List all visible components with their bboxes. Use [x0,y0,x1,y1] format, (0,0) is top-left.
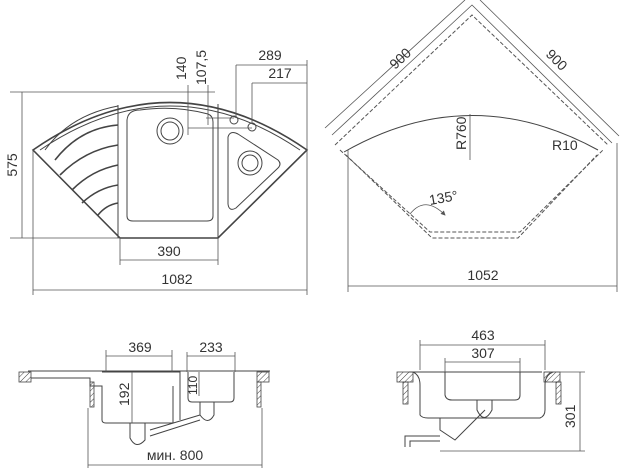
dim-463: 463 [471,327,495,343]
dim-107-5: 107,5 [193,50,209,85]
dim-110: 110 [186,376,200,395]
drainer-grooves [44,105,119,216]
side-section: 463 307 301 [396,327,585,452]
small-bowl [227,132,281,210]
main-bowl [126,107,214,222]
dim-390: 390 [157,243,181,259]
tap-hole [229,115,239,125]
dim-r10: R10 [552,137,578,153]
cabinet-view: 900 900 R760 R10 135° 1052 [324,0,620,292]
dim-301: 301 [562,404,578,428]
dim-min-800: мин. 800 [147,447,204,463]
dim-1082: 1082 [161,271,192,287]
dim-369: 369 [128,339,152,355]
cutout-outline [339,149,604,233]
sink-profile [409,371,554,419]
dim-289: 289 [258,47,282,63]
dim-575: 575 [4,153,20,177]
main-drain [156,117,184,145]
dim-135: 135° [428,187,459,208]
front-section: 369 233 192 110 мин. 800 [18,339,270,468]
tap-hole [247,122,257,132]
dim-192: 192 [116,382,132,406]
dim-233: 233 [199,339,223,355]
dim-r760: R760 [453,116,469,150]
r760-arc [343,115,599,153]
dim-140: 140 [173,56,189,80]
dim-1052: 1052 [467,267,498,283]
dim-307: 307 [471,345,495,361]
dim-217: 217 [268,65,292,81]
top-view: 575 390 1082 140 107,5 289 217 [4,47,309,295]
small-bowl-section [187,372,235,403]
dim-900-right: 900 [543,46,571,74]
